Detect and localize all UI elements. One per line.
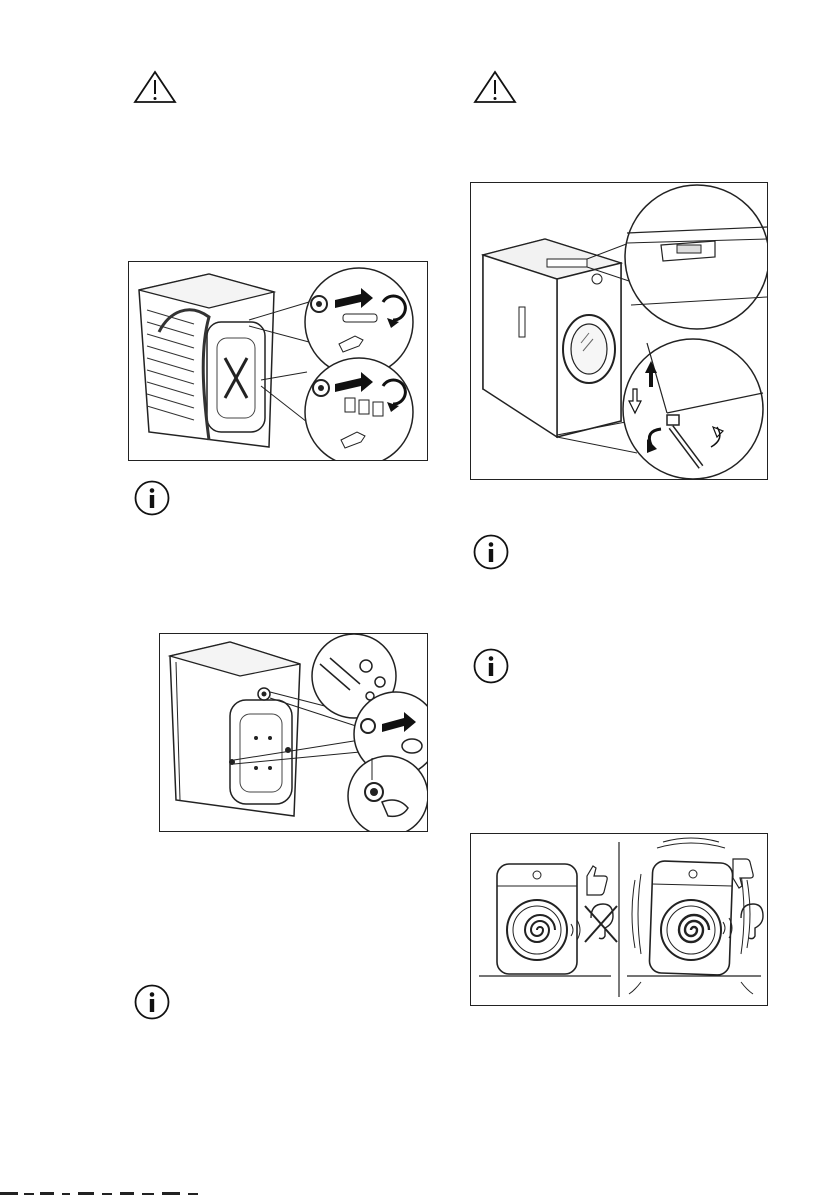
figure-insert-plastic-caps bbox=[159, 633, 428, 832]
info-circle-icon bbox=[473, 534, 509, 570]
info-circle-icon bbox=[134, 480, 170, 516]
figure-vibration-comparison bbox=[470, 833, 768, 1006]
cropped-text-fragment bbox=[0, 1184, 240, 1192]
figure-remove-transit-bolts bbox=[128, 261, 428, 461]
info-circle-icon bbox=[473, 648, 509, 684]
info-circle-icon bbox=[134, 984, 170, 1020]
figure-level-appliance bbox=[470, 182, 768, 480]
warning-triangle-icon bbox=[133, 70, 177, 104]
warning-triangle-icon bbox=[473, 70, 517, 104]
